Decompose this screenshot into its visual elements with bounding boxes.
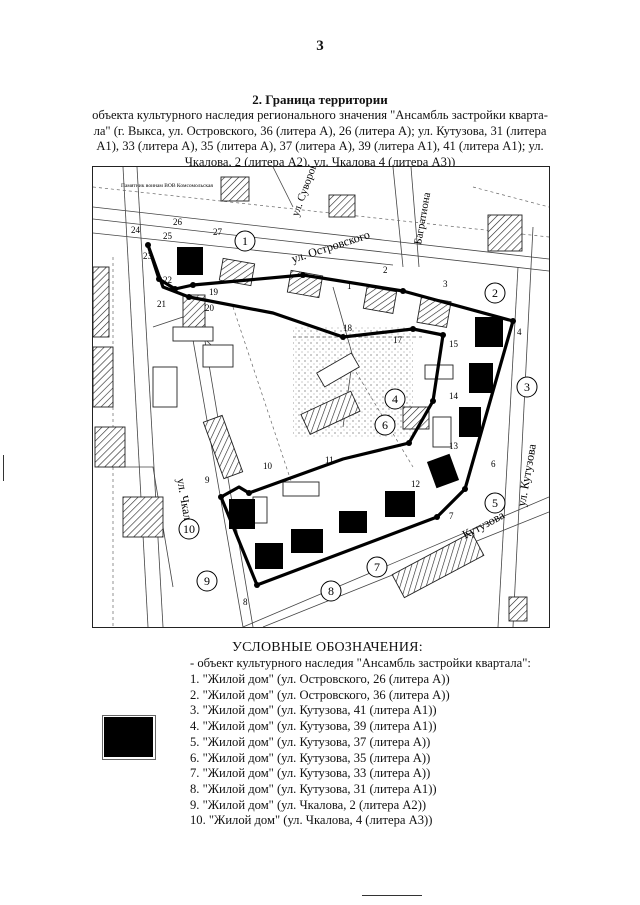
- description: объекта культурного наследия регионально…: [78, 108, 562, 170]
- point-19: 19: [209, 287, 219, 297]
- description-line-4: Чкалова, 2 (литера А2), ул. Чкалова 4 (л…: [184, 154, 456, 169]
- object-label-3: 3: [524, 380, 530, 394]
- point-16: 16: [479, 329, 489, 339]
- point-13: 13: [449, 441, 459, 451]
- legend-swatch: [104, 717, 153, 757]
- legend-item: 10. "Жилой дом" (ул. Чкалова, 4 (литера …: [190, 813, 433, 828]
- point-6: 6: [491, 459, 496, 469]
- legend-item: 8. "Жилой дом" (ул. Кутузова, 31 (литера…: [190, 781, 437, 796]
- point-11: 11: [325, 455, 334, 465]
- street-label-ostrovskogo: ул. Островского: [290, 227, 372, 266]
- corner-note: Памятник воинам ВОВ Комсомольская: [121, 183, 213, 189]
- description-line-2: ла" (г. Выкса, ул. Островского, 36 (лите…: [93, 123, 547, 138]
- legend-title: УСЛОВНЫЕ ОБОЗНАЧЕНИЯ:: [232, 640, 423, 655]
- legend-item: 5. "Жилой дом" (ул. Кутузова, 37 (литера…: [190, 734, 431, 749]
- object-label-6: 6: [382, 418, 388, 432]
- point-9: 9: [205, 475, 210, 485]
- point-8: 8: [243, 597, 248, 607]
- object-label-numbers: 1 2 3 4 5 6 7 8 9 10: [183, 234, 530, 598]
- object-label-7: 7: [374, 560, 380, 574]
- object-label-10: 10: [183, 522, 195, 536]
- legend-swatch-frame: [102, 715, 156, 760]
- point-12: 12: [411, 479, 420, 489]
- point-2: 2: [383, 265, 388, 275]
- point-10: 10: [263, 461, 273, 471]
- boundary-vertices: [145, 242, 516, 588]
- page-number: 3: [316, 38, 324, 54]
- object-label-4: 4: [392, 392, 398, 406]
- object-boundary: [146, 243, 515, 587]
- point-7: 7: [449, 511, 454, 521]
- point-1: 1: [347, 281, 352, 291]
- legend-list: 1. "Жилой дом" (ул. Островского, 26 (лит…: [190, 672, 450, 829]
- legend-item: 3. "Жилой дом" (ул. Кутузова, 41 (литера…: [190, 703, 437, 718]
- description-line-3: А1), 33 (литера А), 35 (литера А), 37 (л…: [96, 139, 544, 153]
- legend-item: 9. "Жилой дом" (ул. Чкалова, 2 (литера А…: [190, 797, 427, 812]
- minor-buildings: [152, 326, 454, 524]
- territory-map: ул. Островского ул. Суворов Багратиона у…: [92, 166, 550, 628]
- legend-item: 1. "Жилой дом" (ул. Островского, 26 (лит…: [190, 672, 450, 686]
- legend-item: 7. "Жилой дом" (ул. Кутузова, 33 (литера…: [190, 766, 431, 781]
- point-17: 17: [393, 335, 403, 345]
- legend-intro: - объект культурного наследия "Ансамбль …: [190, 656, 531, 670]
- point-22: 22: [163, 275, 172, 285]
- point-4: 4: [517, 327, 522, 337]
- object-label-1: 1: [242, 234, 248, 248]
- margin-mark: [3, 455, 4, 481]
- object-label-5: 5: [492, 496, 498, 510]
- point-26: 26: [173, 217, 183, 227]
- point-5: 5: [485, 375, 490, 385]
- object-label-markers: [178, 230, 538, 602]
- point-15: 15: [449, 339, 459, 349]
- description-line-1: объекта культурного наследия регионально…: [92, 108, 548, 122]
- section-title: 2. Граница территории: [252, 92, 388, 107]
- legend-item: 4. "Жилой дом" (ул. Кутузова, 39 (литера…: [190, 719, 437, 734]
- point-21: 21: [157, 299, 166, 309]
- object-label-8: 8: [328, 584, 334, 598]
- point-20: 20: [205, 303, 215, 313]
- legend-item: 6. "Жилой дом" (ул. Кутузова, 35 (литера…: [190, 750, 431, 765]
- street-label-kutuzova-vertical: ул. Кутузова: [514, 442, 539, 507]
- point-27: 27: [213, 227, 223, 237]
- legend-item: 2. "Жилой дом" (ул. Островского, 36 (лит…: [190, 687, 450, 702]
- boundary-point-numbers: 1 2 3 4 5 6 7 8 9 10 11 12 13 14 15 16 1…: [131, 217, 522, 607]
- point-3: 3: [443, 279, 448, 289]
- footer-rule: [362, 895, 422, 896]
- object-label-9: 9: [204, 574, 210, 588]
- street-lines: [93, 167, 549, 627]
- object-label-2: 2: [492, 286, 498, 300]
- street-label-kutuzova-bottom: Кутузова: [460, 508, 508, 542]
- point-18: 18: [343, 323, 353, 333]
- heritage-buildings: [177, 247, 503, 569]
- point-25: 25: [163, 231, 173, 241]
- point-23: 23: [143, 251, 153, 261]
- point-24: 24: [131, 225, 141, 235]
- map-svg: ул. Островского ул. Суворов Багратиона у…: [93, 167, 549, 627]
- neighbor-buildings: [93, 176, 528, 622]
- point-14: 14: [449, 391, 459, 401]
